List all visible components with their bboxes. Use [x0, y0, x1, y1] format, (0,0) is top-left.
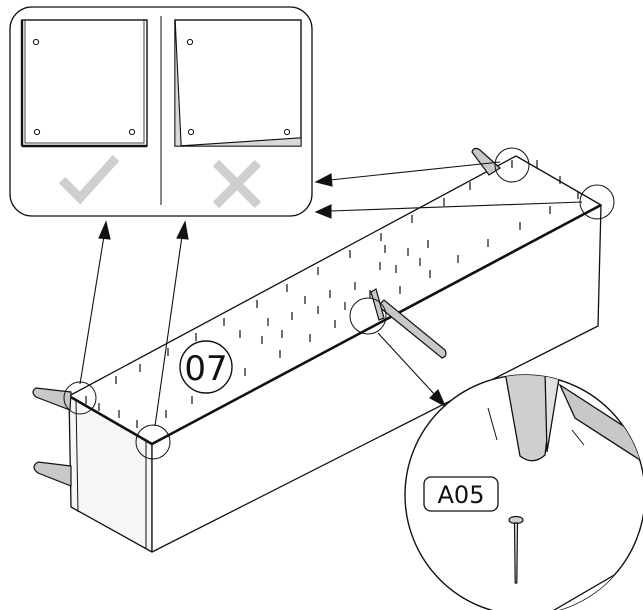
callout-circle-corner-bottom [135, 424, 171, 460]
pointer-arrows [79, 161, 583, 427]
callout-circle-corner-top-back [494, 147, 530, 183]
part-label-box: A05 [423, 476, 499, 512]
part-label: A05 [438, 481, 485, 509]
incorrect-example [174, 19, 302, 147]
leg [471, 147, 501, 176]
front-panel-line [75, 399, 79, 513]
callout-circles [63, 147, 615, 460]
leg [32, 387, 72, 411]
hammer-closeup [487, 375, 643, 462]
hammer-icon [370, 288, 447, 359]
nail-marks [85, 160, 579, 428]
leg [33, 461, 72, 487]
back-panel-edge-left [68, 394, 153, 446]
zoom-detail: A05 [404, 374, 643, 610]
check-mark-icon [58, 154, 120, 205]
cross-mark-icon [212, 159, 262, 209]
callout-circle-hammer [349, 297, 387, 335]
correct-example [20, 19, 148, 148]
step-number-badge: 07 [179, 340, 233, 394]
hammer-handle [377, 299, 447, 359]
step-number: 07 [184, 349, 227, 389]
nail-a05-icon [508, 515, 524, 584]
hammer-head [370, 288, 385, 321]
cabinet-legs [32, 147, 501, 487]
correct-vs-incorrect-panel [9, 6, 313, 217]
back-panel-edge [151, 203, 602, 446]
